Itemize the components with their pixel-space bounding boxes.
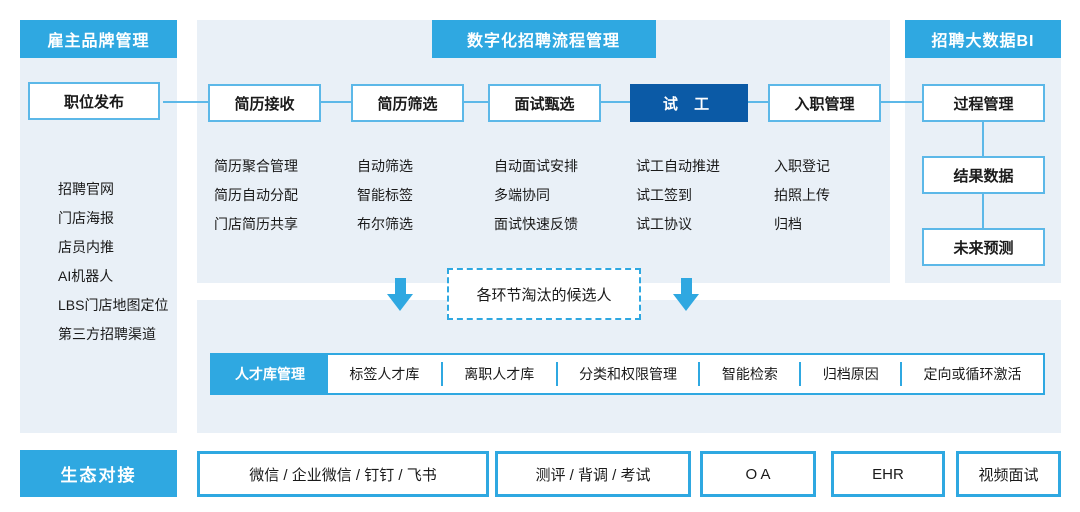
stage-feature-item: 试工自动推进 xyxy=(636,158,720,174)
talent-pool-segment-7: 定向或循环激活 xyxy=(923,366,1022,382)
eliminated-candidates-box: 各环节淘汰的候选人 xyxy=(447,268,641,320)
connector-line xyxy=(321,101,351,103)
stage-feature-item: 简历聚合管理 xyxy=(214,158,298,174)
stage-box-1: 简历接收 xyxy=(208,84,321,122)
stage-feature-list-5: 入职登记拍照上传归档 xyxy=(774,152,830,239)
stage-box-5: 入职管理 xyxy=(768,84,881,122)
connector-line xyxy=(464,101,488,103)
eco-box-3: O A xyxy=(700,451,816,497)
eco-box-1: 微信 / 企业微信 / 钉钉 / 飞书 xyxy=(197,451,489,497)
connector-line xyxy=(601,101,630,103)
brand-channel-list: 招聘官网门店海报店员内推 AI机器人 LBS门店地图定位第三方招聘渠道 xyxy=(58,175,168,349)
stage-feature-item: 试工签到 xyxy=(636,187,692,203)
talent-pool-bar: 人才库管理 标签人才库 离职人才库 分类和权限管理 智能检索 归档原因 定向或循环激活 xyxy=(210,353,1045,395)
stage-feature-item: 布尔筛选 xyxy=(357,216,413,232)
process-panel-header: 数字化招聘流程管理 xyxy=(431,20,656,58)
stage-feature-item: 多端协同 xyxy=(494,187,550,203)
eco-box-5: 视频面试 xyxy=(956,451,1061,497)
stage-feature-list-2: 自动筛选智能标签布尔筛选 xyxy=(357,152,413,239)
connector-line xyxy=(982,122,984,156)
brand-channel-item: 门店海报 xyxy=(58,210,114,226)
brand-channel-item: 招聘官网 xyxy=(58,181,114,197)
brand-channel-item: AI机器人 xyxy=(58,268,114,284)
employer-brand-header: 雇主品牌管理 xyxy=(20,20,177,58)
down-arrow-icon xyxy=(387,278,413,311)
stage-feature-item: 门店简历共享 xyxy=(214,216,298,232)
stage-feature-item: 简历自动分配 xyxy=(214,187,298,203)
connector-line xyxy=(163,101,210,103)
segment-divider xyxy=(440,362,443,386)
job-publish-box: 职位发布 xyxy=(28,82,160,120)
stage-feature-list-1: 简历聚合管理简历自动分配门店简历共享 xyxy=(214,152,298,239)
process-panel: 数字化招聘流程管理 xyxy=(197,20,890,283)
brand-channel-item: LBS门店地图定位 xyxy=(58,297,169,313)
eco-title-box: 生态对接 xyxy=(20,450,177,497)
connector-line xyxy=(748,101,768,103)
stage-feature-item: 拍照上传 xyxy=(774,187,830,203)
connector-line xyxy=(982,194,984,228)
stage-feature-list-3: 自动面试安排多端协同面试快速反馈 xyxy=(494,152,578,239)
talent-pool-segment-1: 人才库管理 xyxy=(212,355,328,393)
talent-pool-segment-3: 离职人才库 xyxy=(464,366,535,382)
bi-panel-header: 招聘大数据BI xyxy=(905,20,1061,58)
stage-feature-item: 归档 xyxy=(774,216,802,232)
eco-box-4: EHR xyxy=(831,451,945,497)
brand-channel-item: 第三方招聘渠道 xyxy=(58,326,156,342)
brand-channel-item: 店员内推 xyxy=(58,239,114,255)
stage-box-3: 面试甄选 xyxy=(488,84,601,122)
eco-box-2: 测评 / 背调 / 考试 xyxy=(495,451,691,497)
bi-box-1: 过程管理 xyxy=(922,84,1045,122)
talent-pool-segment-4: 分类和权限管理 xyxy=(579,366,678,382)
stage-feature-item: 入职登记 xyxy=(774,158,830,174)
segment-divider xyxy=(799,362,802,386)
stage-feature-item: 自动面试安排 xyxy=(494,158,578,174)
bi-box-3: 未来预测 xyxy=(922,228,1045,266)
talent-pool-segment-6: 归档原因 xyxy=(822,366,879,382)
stage-feature-item: 试工协议 xyxy=(636,216,692,232)
stage-box-2: 简历筛选 xyxy=(351,84,464,122)
segment-divider xyxy=(900,362,903,386)
down-arrow-icon xyxy=(673,278,699,311)
talent-pool-segment-5: 智能检索 xyxy=(721,366,778,382)
talent-pool-segment-2: 标签人才库 xyxy=(349,366,420,382)
bi-box-2: 结果数据 xyxy=(922,156,1045,194)
stage-box-4: 试 工 xyxy=(630,84,748,122)
stage-feature-item: 智能标签 xyxy=(357,187,413,203)
stage-feature-list-4: 试工自动推进试工签到试工协议 xyxy=(636,152,720,239)
stage-feature-item: 面试快速反馈 xyxy=(494,216,578,232)
connector-line xyxy=(881,101,922,103)
stage-feature-item: 自动筛选 xyxy=(357,158,413,174)
segment-divider xyxy=(698,362,701,386)
segment-divider xyxy=(555,362,558,386)
